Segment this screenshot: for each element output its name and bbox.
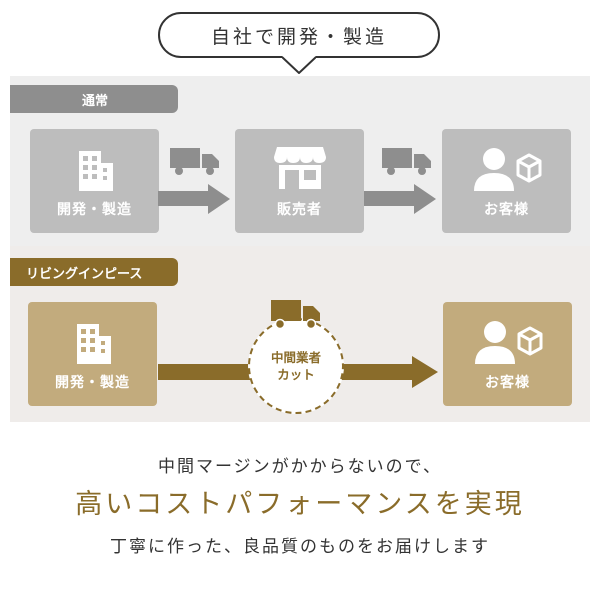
step-label: 販売者 — [277, 202, 322, 218]
headline-bubble: 自社で開発・製造 — [158, 12, 440, 58]
normal-tag: 通常 — [10, 85, 178, 113]
our-tag-label: リビングインピース — [26, 266, 143, 282]
bubble-tail — [282, 56, 316, 74]
truck-icon — [170, 148, 219, 175]
customer-icon — [473, 148, 541, 191]
shop-icon — [273, 147, 326, 189]
step-label: お客様 — [484, 202, 529, 218]
truck-icon — [382, 148, 431, 175]
step-label: 開発・製造 — [57, 202, 132, 218]
our-step-customer: お客様 — [443, 302, 572, 406]
normal-tag-label: 通常 — [82, 93, 109, 109]
truck-icon — [271, 300, 320, 330]
our-tag: リビングインピース — [10, 258, 178, 286]
step-label: お客様 — [485, 375, 530, 391]
our-step-manufacture: 開発・製造 — [28, 302, 157, 406]
caption-line3: 丁寧に作った、良品質のものをお届けします — [110, 537, 490, 557]
normal-step-seller: 販売者 — [235, 129, 364, 233]
building-icon — [78, 151, 113, 191]
caption-line1: 中間マージンがかからないので、 — [158, 457, 442, 477]
step-label: 開発・製造 — [55, 375, 130, 391]
caption-headline: 高いコストパフォーマンスを実現 — [75, 489, 525, 520]
bubble-text: 自社で開発・製造 — [210, 25, 387, 48]
normal-step-manufacture: 開発・製造 — [30, 129, 159, 233]
middleman-cut-badge: 中間業者 カット — [248, 318, 344, 414]
cut-line2: カット — [277, 367, 315, 382]
arrow-right-icon — [364, 184, 436, 214]
customer-icon — [474, 321, 542, 364]
cut-line1: 中間業者 — [270, 350, 321, 365]
normal-step-customer: お客様 — [442, 129, 571, 233]
building-icon — [76, 324, 111, 364]
arrow-right-icon — [158, 184, 230, 214]
